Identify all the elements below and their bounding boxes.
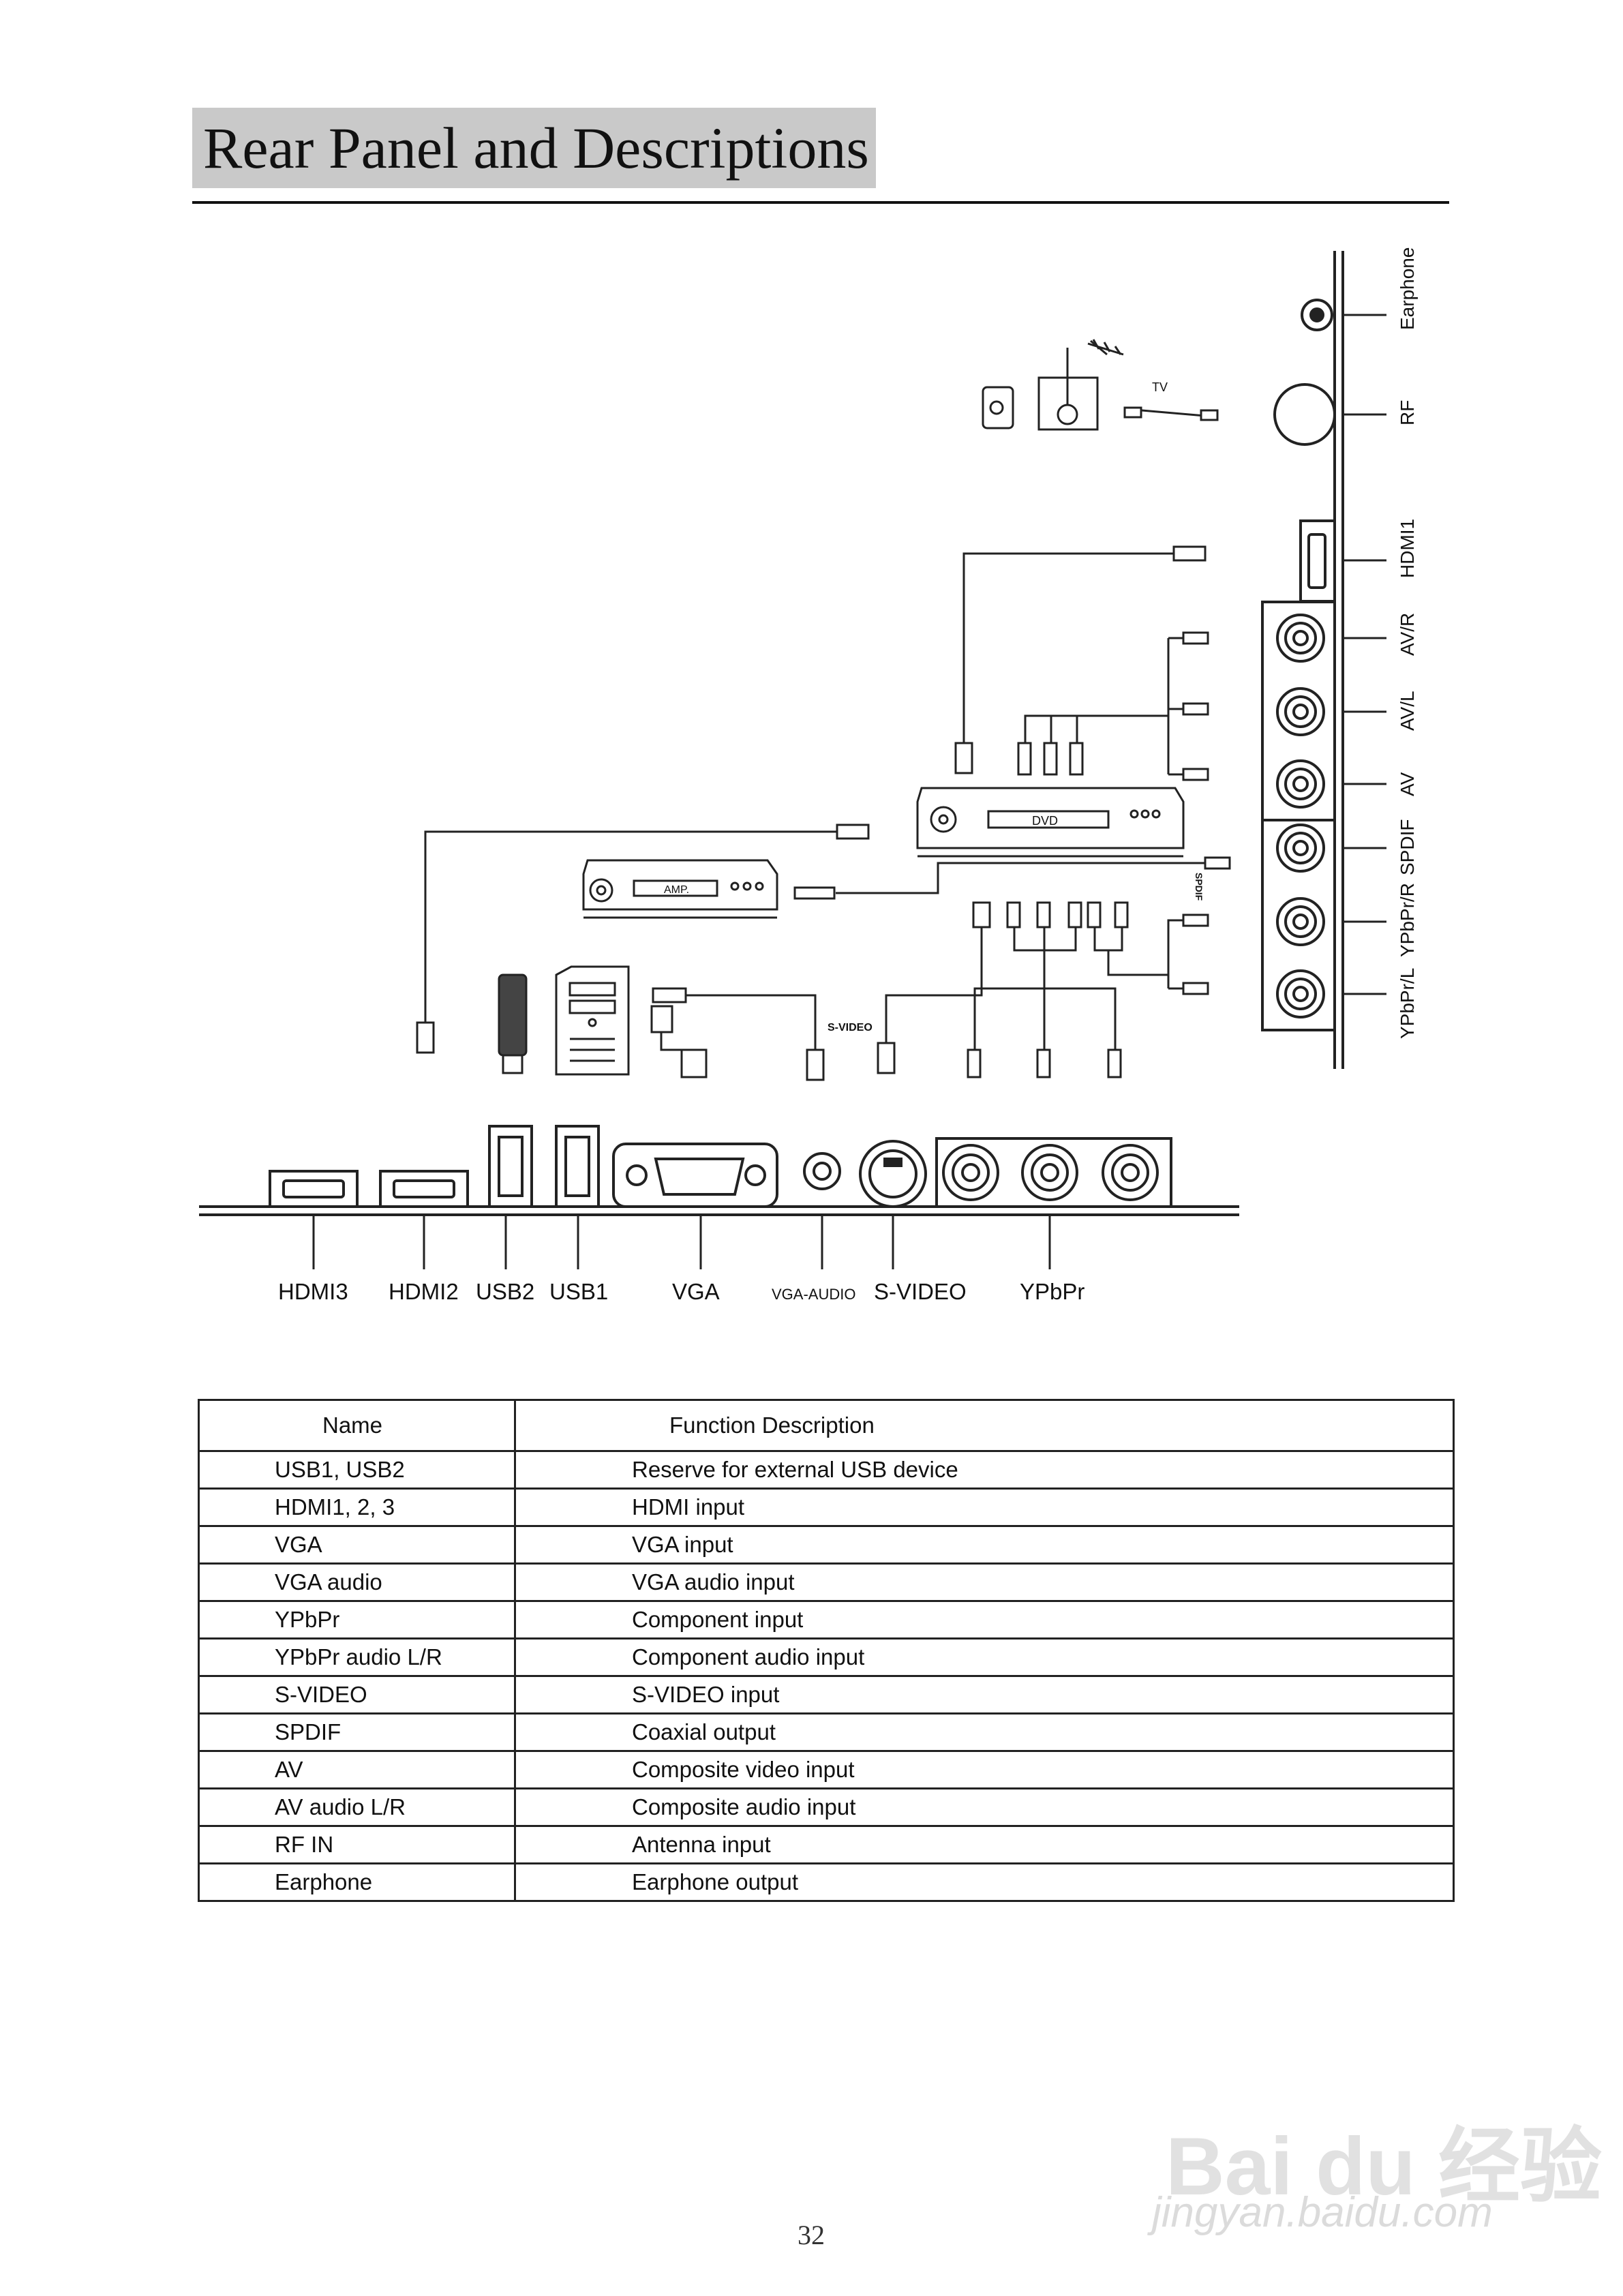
label-hdmi3: HDMI3: [278, 1279, 348, 1304]
cell-function: Reserve for external USB device: [514, 1450, 1455, 1490]
dvd-label: DVD: [1032, 814, 1058, 828]
label-usb1: USB1: [549, 1279, 608, 1304]
label-av: AV: [1397, 772, 1418, 796]
label-av-l: AV/L: [1397, 691, 1418, 731]
svideo-port: [859, 1140, 927, 1208]
label-rf: RF: [1397, 400, 1418, 425]
label-earphone: Earphone: [1397, 247, 1418, 330]
cell-function: Component audio input: [514, 1637, 1455, 1677]
watermark: Bai du 经验 jingyan.baidu.com: [1152, 2079, 1602, 2256]
cell-function: Antenna input: [514, 1825, 1455, 1864]
spdif-cable-label: SPDIF: [1194, 873, 1204, 901]
cell-name: YPbPr: [198, 1600, 516, 1640]
cell-function: Coaxial output: [514, 1712, 1455, 1752]
vga-audio-port: [803, 1152, 841, 1190]
cell-function: Composite video input: [514, 1750, 1455, 1789]
cell-name: Earphone: [198, 1862, 516, 1902]
label-ypbpr-r: YPbPr/R: [1397, 883, 1418, 957]
cell-name: S-VIDEO: [198, 1675, 516, 1715]
vga-port: [612, 1143, 778, 1208]
page-title-box: Rear Panel and Descriptions: [192, 108, 876, 188]
av-side-ports: [1276, 614, 1325, 1018]
cell-function: VGA audio input: [514, 1562, 1455, 1602]
cell-function: VGA input: [514, 1525, 1455, 1565]
label-vga: VGA: [672, 1279, 720, 1304]
page-number: 32: [798, 2220, 825, 2250]
label-svideo: S-VIDEO: [874, 1279, 967, 1304]
dvd-player-icon: [916, 787, 1185, 858]
label-ypbpr: YPbPr: [1020, 1279, 1084, 1304]
usb1-port: [555, 1125, 600, 1208]
cell-name: AV audio L/R: [198, 1787, 516, 1827]
header-name: Name: [198, 1399, 516, 1452]
cell-function: HDMI input: [514, 1487, 1455, 1527]
header-function: Function Description: [514, 1399, 1455, 1452]
cell-name: USB1, USB2: [198, 1450, 516, 1490]
hdmi1-port: [1299, 519, 1336, 603]
cell-function: Earphone output: [514, 1862, 1455, 1902]
usb2-port: [488, 1125, 533, 1208]
label-ypbpr-l: YPbPr/L: [1397, 968, 1418, 1039]
cell-name: HDMI1, 2, 3: [198, 1487, 516, 1527]
hdmi3-port: [269, 1170, 359, 1208]
cell-name: VGA audio: [198, 1562, 516, 1602]
watermark-logo: Bai du 经验: [1166, 2121, 1603, 2212]
tv-label: TV: [1152, 380, 1168, 394]
label-vga-audio: VGA-AUDIO: [772, 1286, 855, 1303]
table-header-row: Name Function Description: [198, 1399, 1455, 1452]
cell-function: Component input: [514, 1600, 1455, 1640]
earphone-port: [1301, 299, 1333, 331]
label-spdif: SPDIF: [1397, 819, 1418, 875]
label-usb2: USB2: [476, 1279, 534, 1304]
pc-tower-icon: [555, 965, 630, 1076]
label-av-r: AV/R: [1397, 613, 1418, 656]
label-hdmi1: HDMI1: [1397, 519, 1418, 578]
cell-name: VGA: [198, 1525, 516, 1565]
antenna-icon: [982, 339, 1219, 431]
cell-function: S-VIDEO input: [514, 1675, 1455, 1715]
cell-name: YPbPr audio L/R: [198, 1637, 516, 1677]
title-divider: [192, 201, 1449, 204]
amplifier-icon: [582, 859, 778, 919]
svideo-cable-label: S-VIDEO: [828, 1022, 873, 1033]
ypbpr-ports: [935, 1137, 1172, 1208]
cell-name: AV: [198, 1750, 516, 1789]
usb-stick-icon: [498, 973, 528, 1074]
page-title: Rear Panel and Descriptions: [203, 115, 869, 181]
label-hdmi2: HDMI2: [389, 1279, 459, 1304]
cell-name: RF IN: [198, 1825, 516, 1864]
rear-panel-diagram: HDMI3 HDMI2 USB2 USB1 VGA VGA-AUDIO S-VI…: [199, 247, 1418, 1304]
cell-name: SPDIF: [198, 1712, 516, 1752]
amp-label: AMP.: [664, 884, 689, 896]
rf-port: [1273, 383, 1336, 446]
watermark-url: jingyan.baidu.com: [1152, 2189, 1493, 2236]
hdmi2-port: [379, 1170, 469, 1208]
cell-function: Composite audio input: [514, 1787, 1455, 1827]
